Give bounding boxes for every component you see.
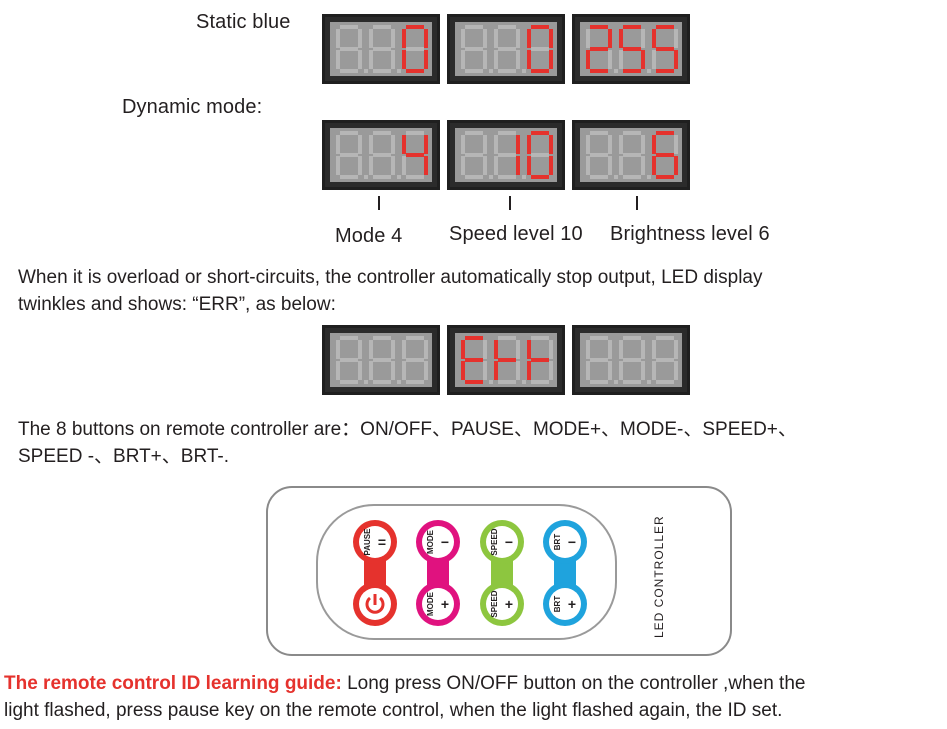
seven-segment-digit bbox=[402, 131, 428, 179]
guide-line-1: The remote control ID learning guide: Lo… bbox=[4, 670, 805, 697]
static-panel-3 bbox=[572, 14, 690, 84]
err-panel-1 bbox=[322, 325, 440, 395]
remote-button-pad: PAUSE=MODE−SPEED−BRT−MODE+SPEED+BRT+ bbox=[316, 504, 617, 640]
button-label: PAUSE bbox=[363, 528, 372, 556]
seven-segment-digit bbox=[494, 131, 526, 179]
static-panel-1 bbox=[322, 14, 440, 84]
seven-segment-digit bbox=[652, 25, 678, 73]
remote-brt-plus-button[interactable]: BRT + bbox=[543, 582, 587, 626]
button-sign: + bbox=[505, 596, 513, 612]
dynamic-panel-1 bbox=[322, 120, 440, 190]
seven-segment-digit bbox=[619, 131, 651, 179]
seven-segment-digit bbox=[336, 131, 368, 179]
seven-segment-digit bbox=[527, 336, 553, 384]
brightness-tick bbox=[636, 196, 638, 210]
button-sign: + bbox=[568, 596, 576, 612]
led-controller-label: LED CONTROLLER bbox=[652, 515, 666, 638]
seven-segment-digit bbox=[336, 25, 368, 73]
remote-power-button[interactable] bbox=[353, 582, 397, 626]
button-label: SPEED bbox=[490, 528, 499, 555]
seven-segment-digit bbox=[586, 336, 618, 384]
button-sign: − bbox=[568, 534, 576, 550]
err-panel-3 bbox=[572, 325, 690, 395]
seven-segment-digit bbox=[619, 25, 651, 73]
speed-tick bbox=[509, 196, 511, 210]
dynamic-panel-3 bbox=[572, 120, 690, 190]
dynamic-panel-2 bbox=[447, 120, 565, 190]
static-blue-label: Static blue bbox=[196, 11, 291, 33]
remote-mode-plus-button[interactable]: MODE + bbox=[416, 582, 460, 626]
button-label: BRT bbox=[553, 534, 562, 551]
seven-segment-digit bbox=[461, 131, 493, 179]
remote-speed-minus-button[interactable]: SPEED− bbox=[480, 520, 524, 564]
seven-segment-digit bbox=[586, 131, 618, 179]
button-sign: + bbox=[441, 596, 449, 612]
seven-segment-digit bbox=[336, 336, 368, 384]
button-sign: = bbox=[378, 534, 386, 550]
brightness-annotation: Brightness level 6 bbox=[610, 223, 770, 245]
power-icon bbox=[365, 594, 385, 614]
remote-buttons-graphic: PAUSE=MODE−SPEED−BRT−MODE+SPEED+BRT+ bbox=[353, 520, 587, 626]
button-sign: − bbox=[441, 534, 449, 550]
seven-segment-digit bbox=[652, 336, 678, 384]
remote-mode-minus-button[interactable]: MODE− bbox=[416, 520, 460, 564]
remote-brt-minus-button[interactable]: BRT− bbox=[543, 520, 587, 564]
seven-segment-digit bbox=[369, 131, 401, 179]
guide-heading: The remote control ID learning guide: bbox=[4, 673, 342, 694]
seven-segment-digit bbox=[619, 336, 651, 384]
seven-segment-digit bbox=[494, 25, 526, 73]
button-label: BRT bbox=[553, 596, 562, 613]
seven-segment-digit bbox=[402, 336, 428, 384]
seven-segment-digit bbox=[527, 25, 553, 73]
remote-speed-plus-button[interactable]: SPEED + bbox=[480, 582, 524, 626]
seven-segment-digit bbox=[586, 25, 618, 73]
seven-segment-digit bbox=[494, 336, 526, 384]
seven-segment-digit bbox=[369, 25, 401, 73]
buttons-line-1: The 8 buttons on remote controller are：O… bbox=[18, 419, 797, 440]
overload-line-2: twinkles and shows: “ERR”, as below: bbox=[18, 294, 336, 315]
speed-annotation: Speed level 10 bbox=[449, 223, 583, 245]
err-panel-2 bbox=[447, 325, 565, 395]
mode-annotation: Mode 4 bbox=[335, 225, 403, 247]
button-label: MODE bbox=[426, 529, 435, 554]
remote-pause-button[interactable]: PAUSE = bbox=[353, 520, 397, 564]
button-label: SPEED bbox=[490, 590, 499, 617]
dynamic-mode-label: Dynamic mode: bbox=[122, 96, 263, 118]
button-label: MODE bbox=[426, 591, 435, 616]
seven-segment-digit bbox=[527, 131, 553, 179]
remote-controller: PAUSE=MODE−SPEED−BRT−MODE+SPEED+BRT+ LED… bbox=[266, 486, 732, 656]
seven-segment-digit bbox=[461, 336, 493, 384]
seven-segment-digit bbox=[461, 25, 493, 73]
buttons-line-2: SPEED -、BRT+、BRT-. bbox=[18, 446, 229, 467]
overload-line-1: When it is overload or short-circuits, t… bbox=[18, 267, 763, 288]
button-sign: − bbox=[505, 534, 513, 550]
mode-tick bbox=[378, 196, 380, 210]
guide-line-2: light flashed, press pause key on the re… bbox=[4, 700, 783, 721]
seven-segment-digit bbox=[652, 131, 678, 179]
static-panel-2 bbox=[447, 14, 565, 84]
guide-text: Long press ON/OFF button on the controll… bbox=[341, 673, 806, 694]
seven-segment-digit bbox=[369, 336, 401, 384]
seven-segment-digit bbox=[402, 25, 428, 73]
